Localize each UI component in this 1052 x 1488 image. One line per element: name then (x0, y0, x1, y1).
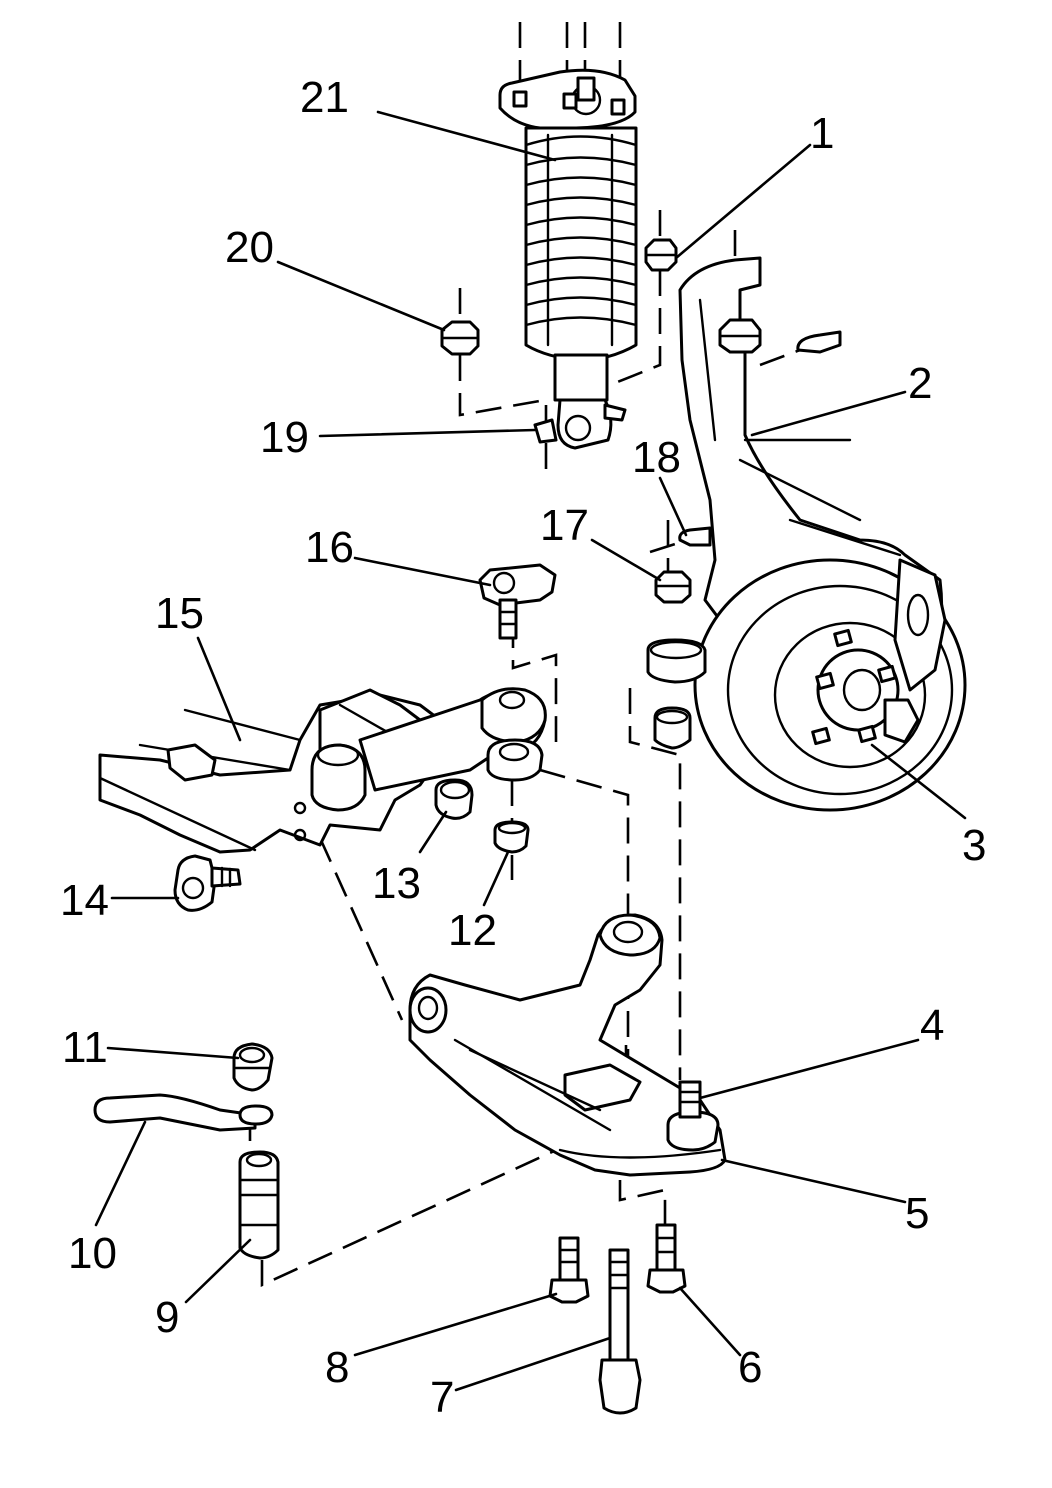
nut-20 (440, 320, 480, 356)
callout-2: 2 (908, 359, 932, 408)
callout-3: 3 (962, 821, 986, 870)
stabilizer-link-9 (238, 1150, 280, 1260)
bolt-7 (598, 1248, 642, 1415)
callout-11: 11 (62, 1023, 108, 1072)
spring-coils (524, 133, 638, 347)
callout-labels: 1 2 3 4 5 6 7 8 9 10 11 12 13 14 15 16 1… (60, 73, 986, 1422)
callout-13: 13 (372, 859, 421, 908)
brake-rotor-hub (693, 558, 967, 812)
upper-control-arm (310, 687, 547, 812)
callout-14: 14 (60, 876, 109, 925)
bolt-14 (173, 854, 242, 912)
ball-joint-4 (678, 1080, 702, 1119)
bolt-16 (478, 563, 557, 640)
stabilizer-bar (93, 1093, 274, 1132)
callout-12: 12 (448, 906, 497, 955)
bolt-8 (548, 1236, 590, 1304)
callout-21: 21 (300, 73, 349, 122)
knuckle-bushings (646, 638, 707, 750)
bolt-6 (646, 1223, 687, 1294)
callout-15: 15 (155, 589, 204, 638)
leader-lines (94, 110, 967, 1392)
bushing-13 (434, 778, 474, 820)
callout-4: 4 (920, 1001, 944, 1050)
callout-1: 1 (810, 109, 834, 158)
callout-18: 18 (632, 433, 681, 482)
callout-10: 10 (68, 1229, 117, 1278)
nut-1 (644, 238, 678, 272)
castle-nut-17 (654, 570, 692, 604)
callout-6: 6 (738, 1343, 762, 1392)
wheel-studs (811, 628, 897, 746)
callout-20: 20 (225, 223, 274, 272)
callout-7: 7 (430, 1373, 454, 1422)
coil-spring-strut-assembly (498, 68, 638, 450)
callout-17: 17 (540, 501, 589, 550)
callout-5: 5 (905, 1189, 929, 1238)
nut-12 (493, 820, 530, 854)
callout-16: 16 (305, 523, 354, 572)
callout-9: 9 (155, 1293, 179, 1342)
callout-8: 8 (325, 1343, 349, 1392)
link-bushing-11 (232, 1042, 274, 1092)
callout-19: 19 (260, 413, 309, 462)
